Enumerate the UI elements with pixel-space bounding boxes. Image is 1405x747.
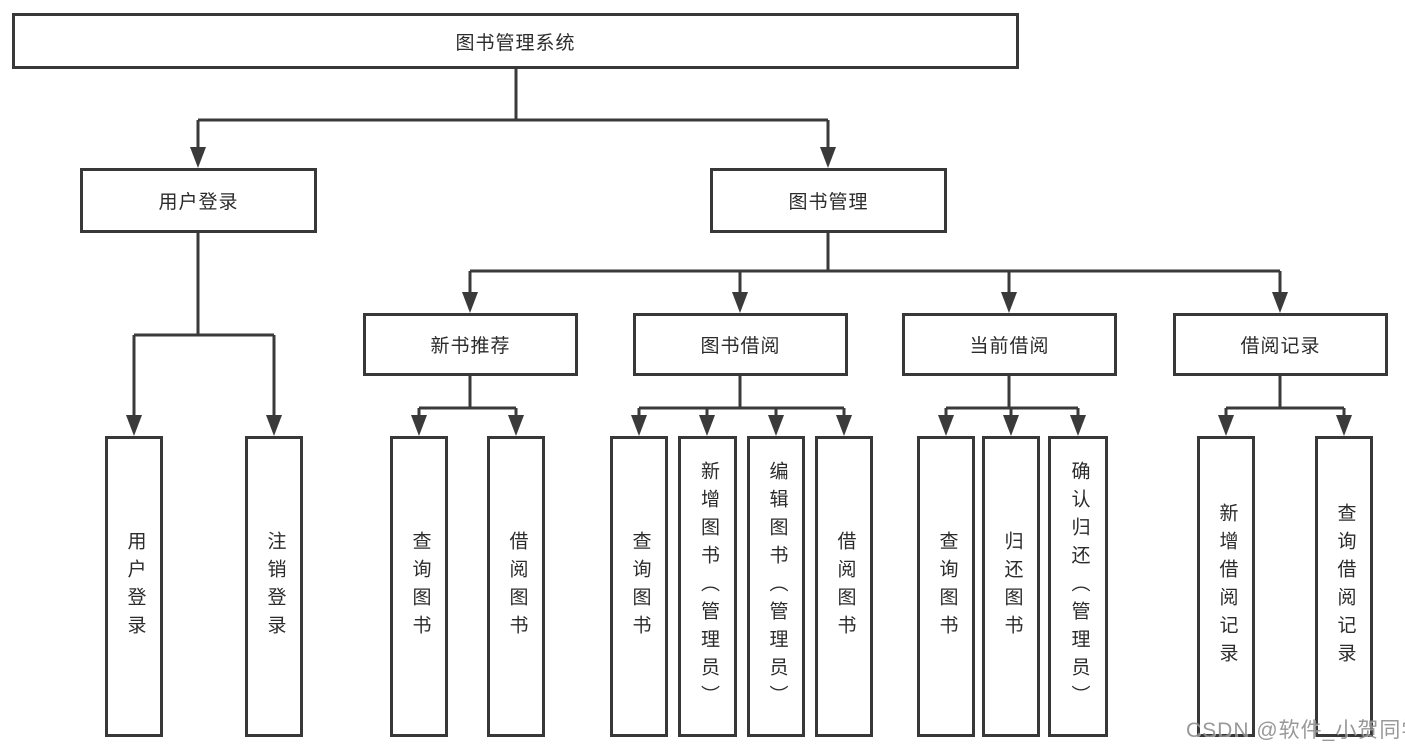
arrowhead: [126, 415, 142, 436]
arrowhead: [190, 147, 206, 168]
node-borrow-books-2: 借阅图书: [815, 436, 873, 737]
arrowhead: [1070, 415, 1086, 436]
node-label: 查询图书: [409, 530, 431, 643]
node-label: 借阅记录: [1240, 336, 1321, 357]
node-edit-book-admin: 编辑图书（管理员）: [747, 436, 805, 737]
arrowhead: [1272, 292, 1288, 313]
csdn-watermark: CSDN @软件_小贺同学: [1186, 719, 1405, 742]
node-label: 编辑图书（管理员）: [766, 460, 788, 713]
edge-root-to-level2: [196, 68, 830, 152]
node-label: 查询图书: [629, 530, 651, 643]
node-user-login-leaf: 用户登录: [105, 436, 163, 737]
node-new-book-recommend: 新书推荐: [363, 313, 578, 376]
arrowhead: [508, 415, 524, 436]
arrowhead: [1336, 415, 1352, 436]
node-label: 新增借阅记录: [1216, 502, 1238, 671]
arrowhead: [938, 415, 954, 436]
node-label: 图书管理: [788, 192, 869, 213]
arrowhead: [1001, 292, 1017, 313]
node-label: 新增图书（管理员）: [697, 460, 719, 713]
arrowhead: [1218, 415, 1234, 436]
arrowhead: [1003, 415, 1019, 436]
node-label: 查询借阅记录: [1334, 502, 1356, 671]
node-root: 图书管理系统: [12, 13, 1019, 69]
node-query-books-1: 查询图书: [390, 436, 448, 737]
arrowhead: [411, 415, 427, 436]
node-label: 图书借阅: [700, 336, 781, 357]
arrowhead: [820, 147, 836, 168]
arrowheads-group: [126, 147, 1352, 436]
node-label: 新书推荐: [430, 336, 511, 357]
node-confirm-return-admin: 确认归还（管理员）: [1048, 436, 1108, 737]
arrowhead: [266, 415, 282, 436]
node-label: 当前借阅: [969, 336, 1050, 357]
arrowhead: [768, 415, 784, 436]
node-query-borrow-record: 查询借阅记录: [1315, 436, 1373, 737]
node-user-login: 用户登录: [80, 168, 317, 233]
arrowhead: [836, 415, 852, 436]
node-book-borrow: 图书借阅: [633, 313, 848, 376]
edge-book-borrow-to-leaves: [637, 376, 846, 420]
node-label: 用户登录: [124, 530, 146, 643]
edge-lines-group: [132, 68, 1346, 420]
arrowhead: [462, 292, 478, 313]
edge-borrow-records-to-leaves: [1224, 376, 1346, 420]
node-return-book: 归还图书: [982, 436, 1040, 737]
edge-user-login-to-leaves: [132, 233, 276, 420]
edge-current-borrow-to-leaves: [944, 376, 1080, 420]
node-add-borrow-record: 新增借阅记录: [1197, 436, 1255, 737]
node-label: 注销登录: [264, 530, 286, 643]
node-add-book-admin: 新增图书（管理员）: [678, 436, 737, 737]
node-label: 确认归还（管理员）: [1068, 460, 1090, 713]
node-book-management: 图书管理: [710, 168, 947, 233]
node-label: 用户登录: [158, 192, 239, 213]
node-borrow-records: 借阅记录: [1173, 313, 1388, 376]
node-borrow-books-1: 借阅图书: [487, 436, 545, 737]
arrowhead: [631, 415, 647, 436]
arrowhead: [732, 292, 748, 313]
edge-book-management-to-level3: [468, 233, 1282, 297]
node-label: 图书管理系统: [455, 32, 576, 54]
node-label: 查询图书: [936, 530, 958, 643]
node-current-borrow: 当前借阅: [902, 313, 1117, 376]
node-logout-leaf: 注销登录: [245, 436, 303, 737]
node-query-books-3: 查询图书: [917, 436, 975, 737]
node-label: 借阅图书: [506, 530, 528, 643]
node-query-books-2: 查询图书: [610, 436, 668, 737]
node-label: 归还图书: [1001, 530, 1023, 643]
node-label: 借阅图书: [834, 530, 856, 643]
edge-new-book-recommend-to-leaves: [417, 376, 518, 420]
arrowhead: [699, 415, 715, 436]
